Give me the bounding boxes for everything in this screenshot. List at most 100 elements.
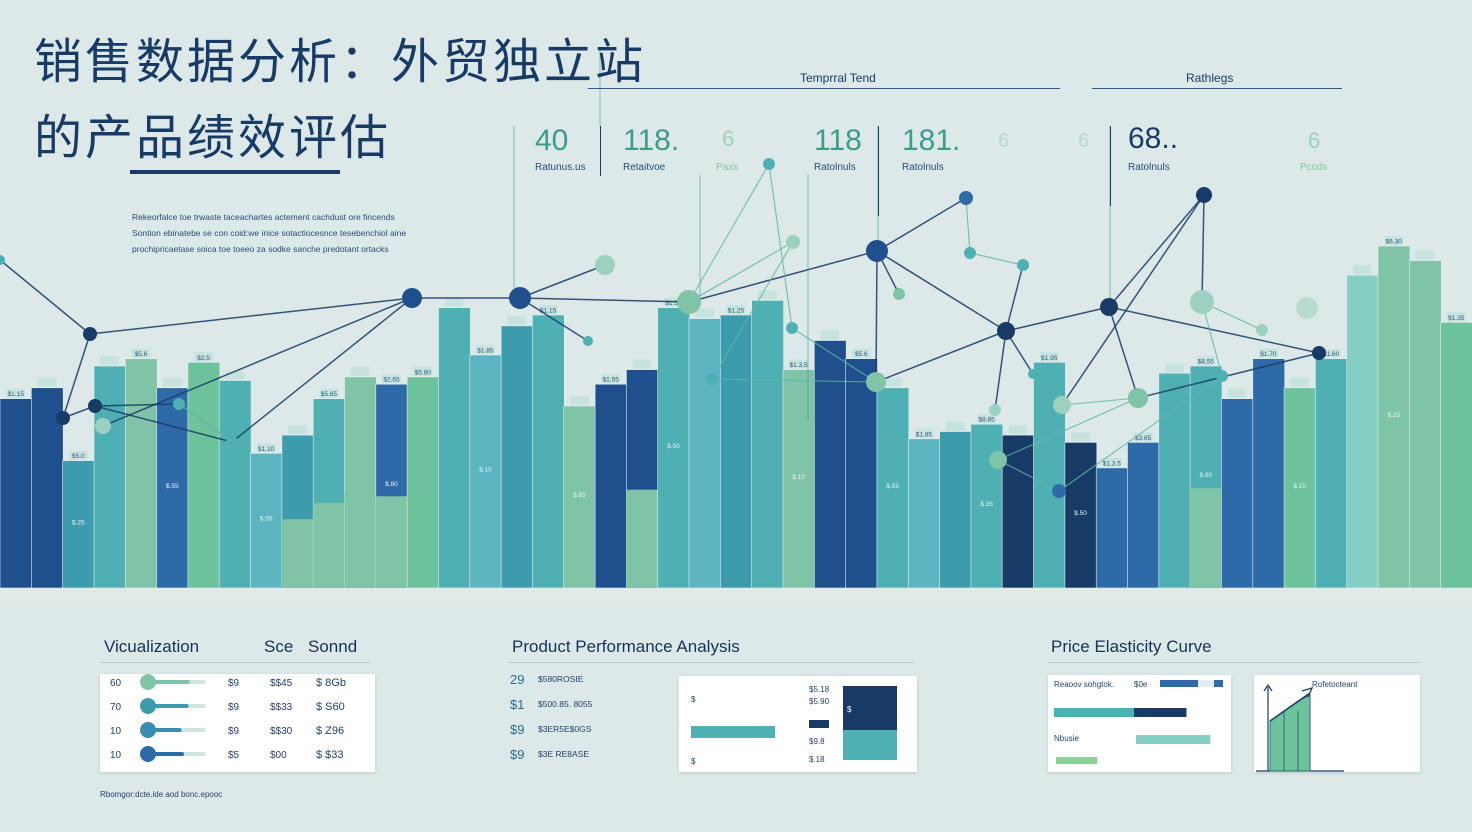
network-edge bbox=[519, 264, 606, 299]
network-node bbox=[83, 327, 97, 341]
row-fill bbox=[148, 680, 190, 684]
bar-0 bbox=[0, 398, 33, 589]
performance-block bbox=[843, 686, 897, 730]
bar-tag-11 bbox=[350, 366, 370, 376]
bar-46 bbox=[1440, 322, 1472, 589]
product-card-chart: $$$5.18$9.8$5.90$.18$ bbox=[691, 685, 897, 766]
network-edge bbox=[875, 250, 878, 383]
network-node bbox=[964, 247, 976, 259]
network-node bbox=[989, 404, 1001, 416]
network-edge bbox=[231, 297, 413, 443]
bar-tag-35 bbox=[1102, 457, 1122, 467]
bar-tag-0 bbox=[6, 388, 26, 398]
bar-label-0: $1.15 bbox=[8, 391, 25, 398]
bar-tag-12 bbox=[382, 374, 401, 384]
bar-label-12: $1.25 bbox=[728, 308, 745, 315]
performance-block bbox=[843, 730, 897, 760]
stat-value-7: 6 bbox=[1078, 130, 1090, 152]
visualization-row: 10$5$00$ $33 bbox=[110, 746, 344, 762]
stat-label-1: Ratunus.us bbox=[535, 162, 586, 173]
stat-value-6: 6 bbox=[998, 130, 1010, 152]
bar-15 bbox=[469, 354, 502, 589]
bar-40 bbox=[1252, 358, 1286, 589]
network-node bbox=[677, 290, 701, 314]
network-edge bbox=[1201, 301, 1223, 377]
panel-divider bbox=[100, 662, 370, 663]
stat-divider bbox=[878, 126, 879, 216]
bar-label-21: $1.70 bbox=[1260, 351, 1277, 358]
network-edge bbox=[997, 397, 1139, 461]
card-label: $5.18 bbox=[809, 685, 830, 694]
bar-tag-10 bbox=[319, 388, 339, 398]
bar-segment-11 bbox=[344, 493, 377, 588]
bar-tag-2 bbox=[68, 450, 88, 460]
curve-label: Rofetocteant bbox=[1312, 680, 1358, 689]
elasticity-label: Nbusie bbox=[1054, 734, 1079, 743]
network-node bbox=[989, 451, 1007, 469]
temporal-trend-rule bbox=[588, 88, 1060, 89]
bar-3 bbox=[93, 365, 127, 589]
network-node bbox=[866, 372, 886, 392]
stat-divider bbox=[600, 126, 601, 176]
bar-tag-22 bbox=[695, 308, 715, 318]
product-list-number: 29 bbox=[510, 672, 525, 687]
bar-label-6: $2.65 bbox=[383, 377, 400, 384]
row-value-c: $$33 bbox=[270, 702, 293, 713]
bar-tag-15 bbox=[476, 345, 495, 354]
network-node bbox=[595, 255, 615, 275]
product-performance-title: Product Performance Analysis bbox=[512, 637, 740, 656]
bar-tag-30 bbox=[945, 421, 965, 431]
network-edge bbox=[1005, 264, 1024, 332]
elasticity-curve-card: Rofetocteant bbox=[1254, 675, 1420, 772]
bar-22 bbox=[688, 318, 722, 589]
page-title-line2: 的产品绩效评估 bbox=[34, 110, 392, 166]
row-dot bbox=[140, 674, 156, 690]
stat-value-3: 6 bbox=[722, 126, 735, 151]
row-fill bbox=[148, 704, 189, 708]
bar-25 bbox=[782, 369, 816, 589]
panel-divider bbox=[1048, 662, 1420, 663]
card-label: $ bbox=[691, 695, 696, 704]
bar-segment-9 bbox=[281, 519, 314, 588]
network-nodes bbox=[0, 158, 1326, 498]
row-value-b: $9 bbox=[228, 678, 240, 689]
network-edge bbox=[876, 197, 967, 252]
card-label: $ bbox=[691, 757, 696, 766]
stat-value-9: 6 bbox=[1308, 128, 1321, 153]
bar-tag-14 bbox=[444, 297, 464, 307]
bar-tag-23 bbox=[726, 305, 746, 314]
network-edge bbox=[1108, 194, 1205, 308]
bar-label-11: $1.50 bbox=[665, 300, 682, 307]
network-node bbox=[893, 288, 905, 300]
bar-label-19: $3.65 bbox=[1135, 435, 1152, 442]
visualization-row: 60$9$$45$ 8Gb bbox=[110, 674, 346, 690]
bar-37 bbox=[1158, 372, 1192, 589]
bar-segment-12 bbox=[375, 496, 408, 588]
bar-tag-5 bbox=[162, 377, 182, 387]
bar-tag-29 bbox=[914, 428, 934, 438]
stat-label-4: Ratolnuls bbox=[814, 162, 856, 173]
bar-tag-18 bbox=[570, 396, 589, 405]
stat-label-8: Ratolnuls bbox=[1128, 162, 1170, 173]
visualization-col-title: Sce bbox=[264, 637, 294, 656]
bar-inner-label-9: $.35 bbox=[980, 501, 993, 508]
stat-value-4: 118 bbox=[814, 124, 862, 157]
network-edge bbox=[519, 297, 589, 342]
network-node bbox=[1190, 290, 1214, 314]
bar-6 bbox=[187, 361, 221, 589]
bar-32 bbox=[1001, 434, 1035, 589]
bar-label-1: $5.0 bbox=[72, 453, 85, 460]
network-edge bbox=[688, 241, 794, 303]
bar-label-9: $1.15 bbox=[540, 308, 557, 315]
bar-inner-label-8: $.55 bbox=[886, 483, 899, 490]
network-edge bbox=[1201, 194, 1205, 303]
network-edge bbox=[711, 241, 794, 380]
card-label: $5.90 bbox=[809, 697, 830, 706]
stat-label-3: Paxs bbox=[716, 162, 739, 173]
curve-arrow bbox=[1301, 686, 1314, 698]
elasticity-bar bbox=[1134, 708, 1187, 717]
description-line-3: prochipricaetase soica toe toeeo za sodk… bbox=[132, 244, 389, 254]
price-elasticity-title: Price Elasticity Curve bbox=[1051, 637, 1212, 656]
